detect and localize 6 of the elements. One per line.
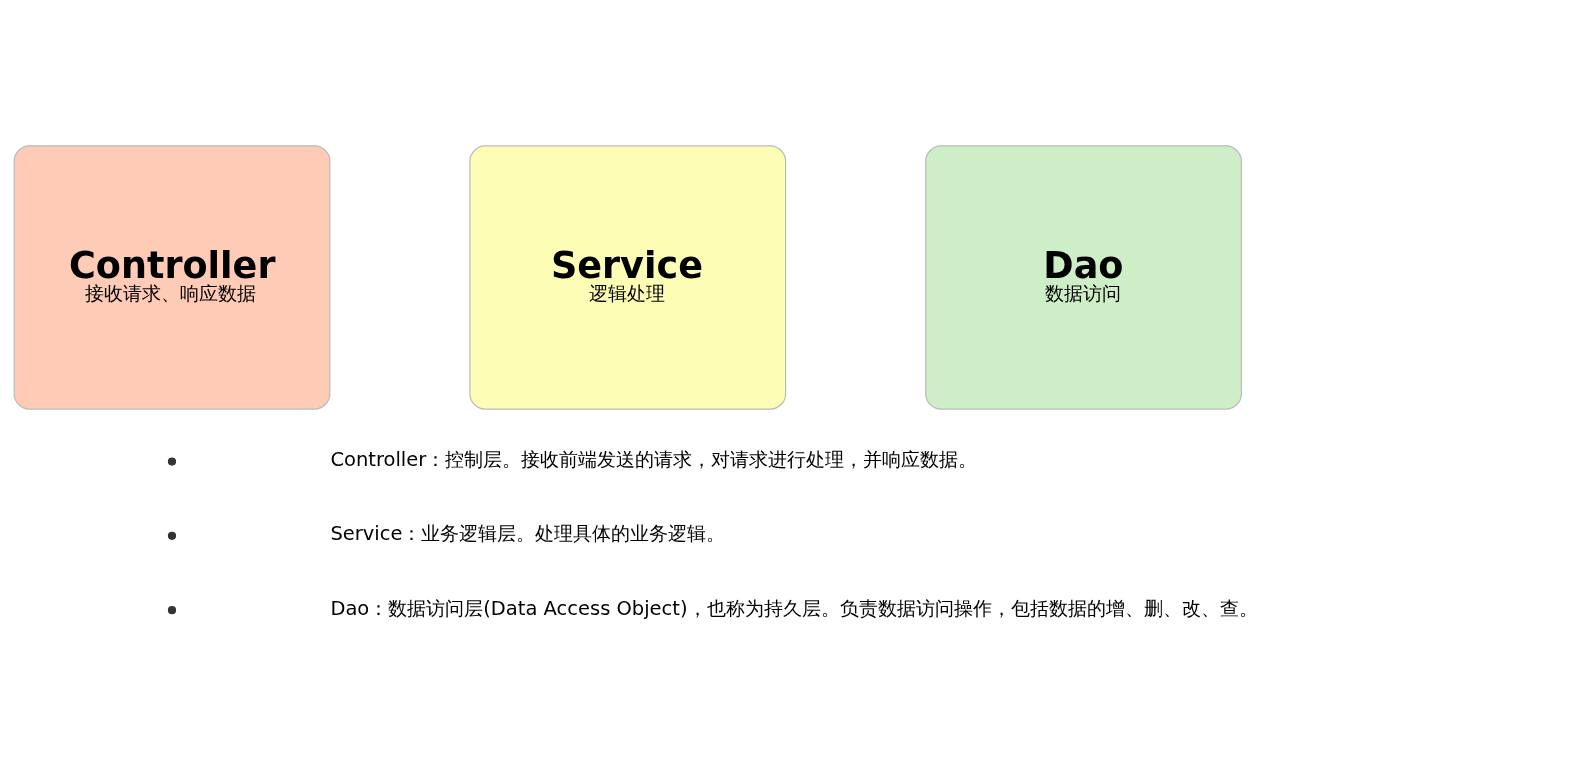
node-box: Controller 接收请求、响应数据 [13,145,331,410]
label: Service：业务逻辑层。处理具体的业务逻辑。 [330,522,726,546]
node-box: Service 逻辑处理 [469,145,787,410]
node-box: Dao 数据访问 [925,145,1242,410]
label: Controller：控制层。接收前端发送的请求，对请求进行处理，并响应数据。 [330,448,978,472]
label: Dao：数据访问层(Data Access Object)，也称为持久层。负责数据访问操作，包括数据的增、删、改、查。 [330,596,1258,620]
